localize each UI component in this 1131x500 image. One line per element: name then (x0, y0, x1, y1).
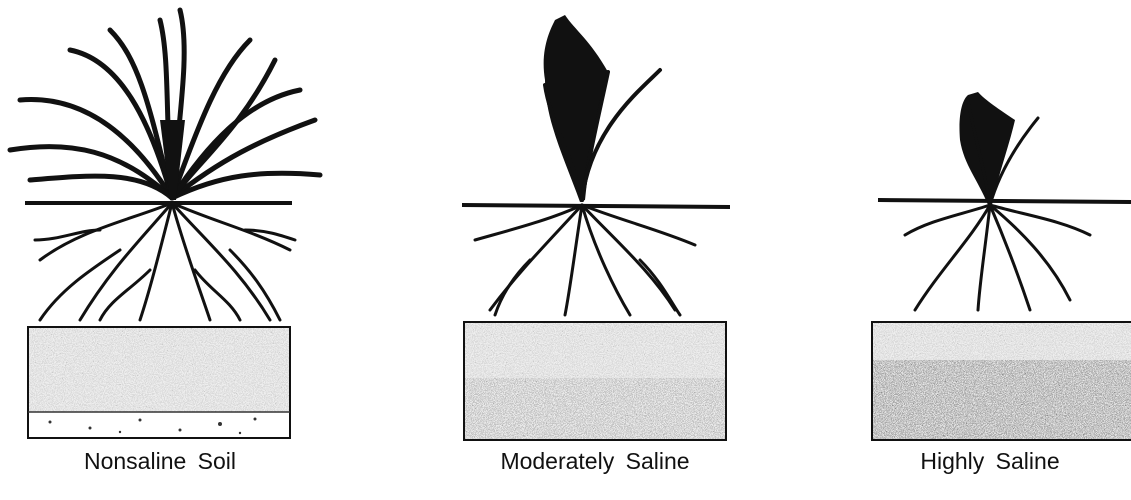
moderately-saline-soil-surface (462, 205, 730, 207)
panel-nonsaline: Nonsaline Soil (0, 0, 330, 500)
moderately-saline-plant-illustration (440, 0, 740, 500)
caption-highly-saline: Highly Saline (840, 448, 1131, 475)
highly-saline-plant-illustration (860, 0, 1131, 500)
nonsaline-roots (35, 203, 295, 320)
caption-moderately-saline: Moderately Saline (445, 448, 745, 475)
nonsaline-plant-illustration (0, 0, 330, 500)
nonsaline-shoots (10, 10, 320, 198)
moderately-saline-soil-lower-layer (464, 378, 726, 440)
highly-saline-soil-lower-layer (872, 360, 1131, 440)
panel-highly-saline: Highly Saline (860, 0, 1131, 500)
highly-saline-soil-upper-layer (872, 322, 1131, 360)
nonsaline-soil-lower-layer (28, 412, 290, 438)
caption-nonsaline-soil: Nonsaline Soil (10, 448, 310, 475)
highly-saline-roots (905, 205, 1090, 310)
nonsaline-soil-upper-layer (28, 327, 290, 412)
highly-saline-soil-surface (878, 200, 1131, 202)
moderately-saline-roots (475, 205, 695, 315)
panel-moderately-saline: Moderately Saline (440, 0, 740, 500)
moderately-saline-soil-upper-layer (464, 322, 726, 378)
